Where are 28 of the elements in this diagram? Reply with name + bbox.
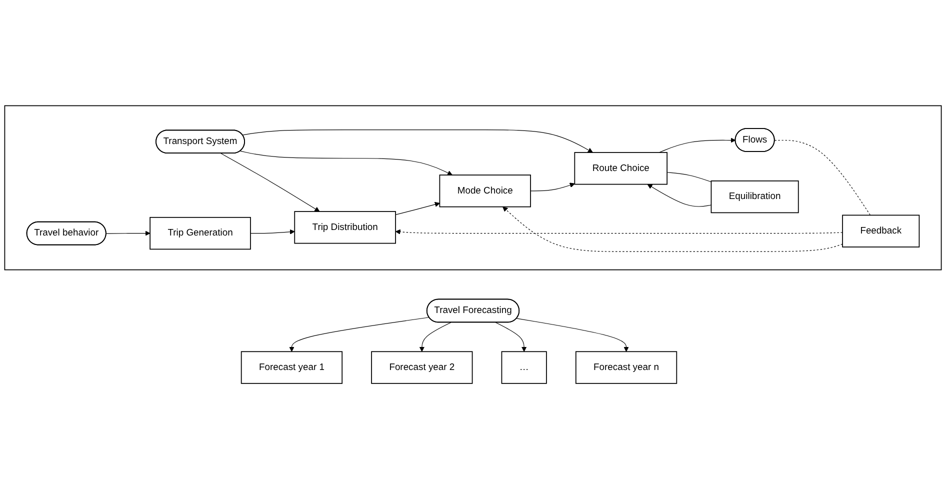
arrow	[502, 206, 843, 252]
arrow	[220, 153, 320, 212]
arrow	[658, 138, 736, 153]
arrow	[106, 230, 150, 236]
arrow	[530, 182, 575, 192]
connector	[666, 172, 712, 182]
arrow	[240, 150, 453, 176]
arrow	[647, 184, 712, 207]
node-box: Feedback	[842, 214, 920, 248]
node-box: Route Choice	[574, 152, 668, 185]
cluster	[4, 105, 942, 270]
arrow	[395, 202, 440, 215]
node-box: Trip Generation	[150, 216, 251, 250]
arrow	[250, 229, 295, 234]
arrow	[242, 129, 593, 153]
arrow	[495, 322, 527, 352]
arrow	[395, 229, 843, 234]
node-box: Forecast year n	[575, 351, 678, 384]
arrow	[289, 317, 430, 352]
node-box: Forecast year 1	[240, 351, 343, 384]
connector	[774, 140, 871, 216]
arrow	[419, 322, 452, 352]
node-box: Mode Choice	[439, 174, 531, 208]
node-box: Forecast year 2	[371, 351, 473, 384]
arrow	[516, 318, 629, 352]
node-box: Trip Distribution	[294, 211, 396, 244]
node-box: Equilibration	[710, 180, 799, 214]
node-box: …	[501, 351, 547, 384]
